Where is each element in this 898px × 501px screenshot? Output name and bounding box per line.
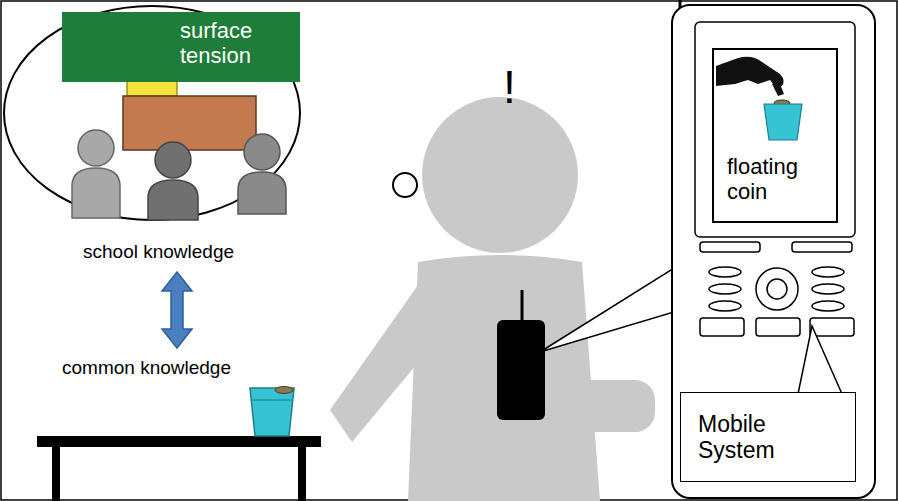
callout-box: Mobile System [680,392,856,482]
phone-screen: floating coin [712,48,838,223]
nav-center [767,279,787,299]
key-button [709,284,741,294]
concept-label: school knowledge [83,242,234,263]
student-body [238,172,286,214]
phone-bezel [695,22,855,237]
key-button [810,318,854,336]
teacher-body [127,58,177,96]
teacher-head [135,23,169,57]
student-head [244,134,280,170]
soft-key [700,242,760,252]
phone-screen-fill [712,48,838,223]
node-text: Mobile System [698,411,818,464]
key-button [700,318,744,336]
concept-label: common knowledge [62,358,231,379]
table-leg [298,446,306,501]
student-body [148,180,198,220]
phone-antenna [521,290,524,322]
student-head [155,142,191,178]
finger-silhouette [772,84,784,96]
callout-pointer [798,326,842,394]
callout-tail [540,268,674,352]
student-head [78,130,114,166]
hand-silhouette [716,57,784,88]
key-button [709,301,741,311]
node-text: floating coin [727,154,835,205]
water-cup [764,104,802,140]
coin [275,387,293,394]
key-button [812,267,844,277]
thought-dot [393,173,417,197]
person-head [422,97,578,253]
hand-phone [497,320,545,420]
thought-bubble [4,6,300,220]
teacher-desk [123,96,256,150]
key-button [709,267,741,277]
water-cup [250,388,294,436]
table-leg [52,446,60,501]
node-text: surface tension [180,18,292,69]
table-top [37,436,321,447]
blackboard: surface tension [62,12,300,82]
double-arrow [162,272,192,348]
key-button [756,318,800,336]
person-body [408,255,600,501]
student-body [72,168,120,218]
soft-key [792,242,852,252]
mobile-phone [672,5,875,498]
cup-rim [252,400,292,401]
nav-ring [756,268,798,310]
exclamation-mark: ! [503,62,516,113]
key-button [812,284,844,294]
key-button [812,301,844,311]
